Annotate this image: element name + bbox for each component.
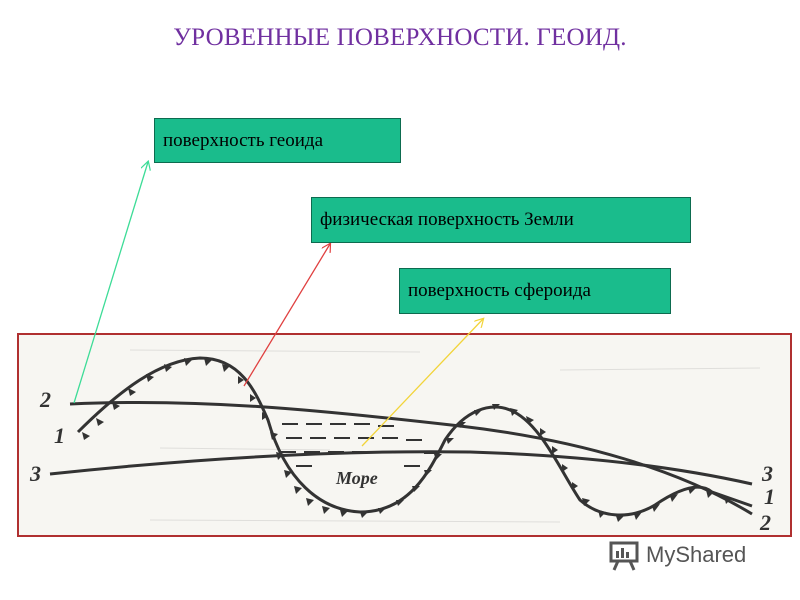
physical-surface-line-1 (76, 356, 753, 517)
spheroid-line-3 (49, 450, 753, 486)
background-texture (129, 349, 761, 523)
terrain-hatch-ticks (82, 358, 732, 522)
arrow-to-physical-label (243, 244, 330, 387)
logo-text: MyShared (646, 542, 747, 567)
line-number-left-2: 2 (39, 387, 51, 412)
geoid-diagram-frame (17, 333, 792, 537)
line-number-right-1: 1 (764, 484, 775, 509)
sea-label: Море (335, 468, 378, 488)
page-title: УРОВЕННЫЕ ПОВЕРХНОСТИ. ГЕОИД. (173, 24, 627, 51)
line-number-right-2: 2 (759, 510, 771, 535)
line-number-left-1: 1 (54, 423, 65, 448)
line-number-right-3: 3 (761, 461, 773, 486)
physical-surface-label: физическая поверхность Земли (311, 197, 691, 243)
arrow-to-spheroid-label (361, 319, 483, 447)
myshared-logo: MyShared (608, 538, 746, 572)
geoid-surface-label: поверхность геоида (154, 118, 401, 163)
geoid-line-2 (69, 400, 753, 516)
sea-water-hatching (280, 423, 438, 467)
line-number-left-3: 3 (29, 461, 41, 486)
arrow-to-geoid-label (73, 162, 148, 404)
spheroid-surface-label: поверхность сфероида (399, 268, 671, 314)
sea-label-background (330, 465, 392, 489)
presentation-board-icon (609, 541, 639, 571)
